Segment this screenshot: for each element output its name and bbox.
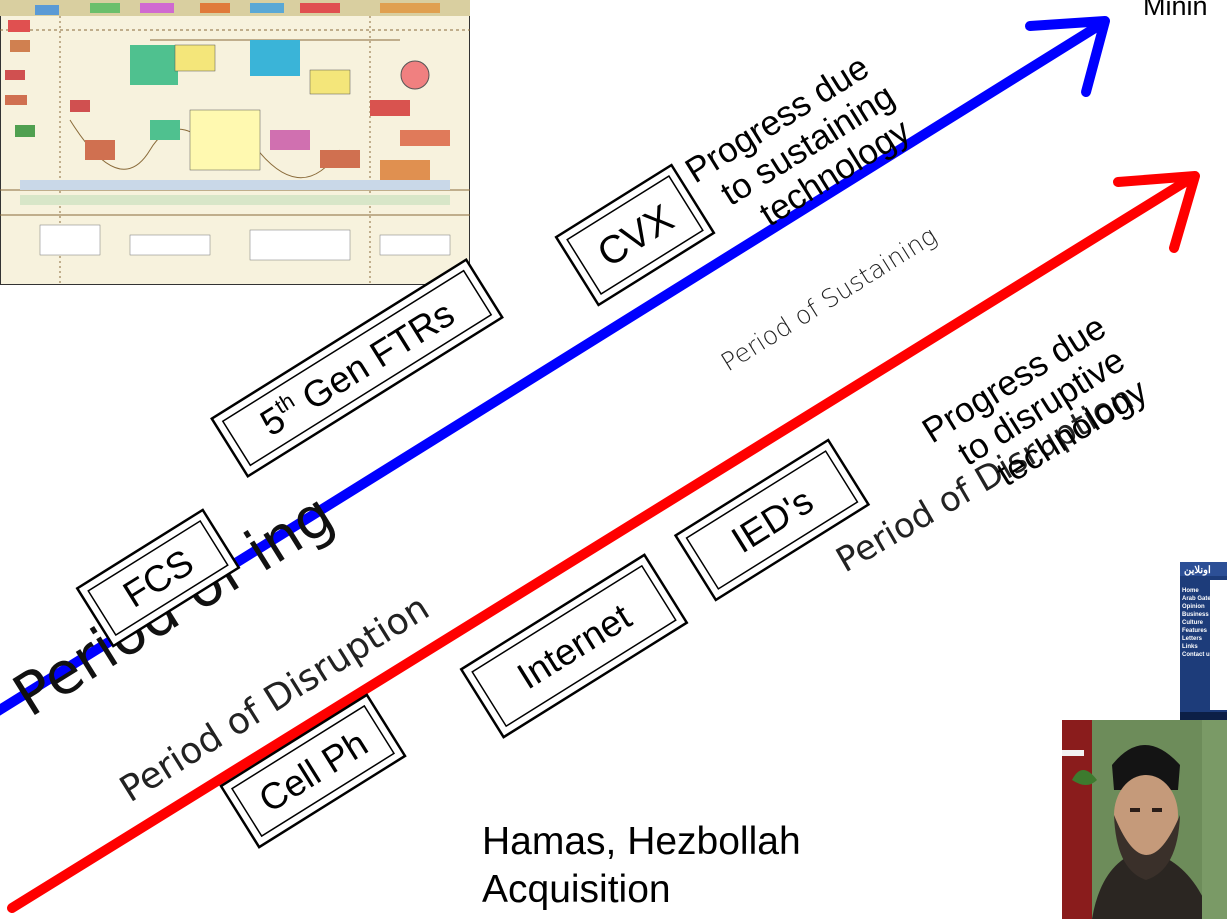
adversary-caption: Hamas, Hezbollah Acquisition [482, 818, 801, 914]
adversary-caption-line-1: Hamas, Hezbollah [482, 820, 801, 863]
adversary-caption-line-2: Acquisition [482, 868, 671, 911]
site-nav-opinion: Opinion [1182, 604, 1205, 610]
site-nav-features: Features [1182, 628, 1208, 634]
arabic-website-image: اونلاين Home Arab Gates Opinion Business… [1180, 562, 1227, 722]
svg-text:اونلاين: اونلاين [1184, 565, 1211, 576]
site-nav-home: Home [1182, 588, 1199, 594]
site-nav-arab-gates: Arab Gates [1182, 596, 1215, 602]
site-nav-letters: Letters [1182, 636, 1203, 642]
site-nav-contact-us: Contact us [1182, 652, 1214, 658]
example-label-5th-gen-ftrs: 5th Gen FTRs [253, 292, 462, 444]
sustaining-arrowhead-icon [1025, 16, 1110, 97]
portrait-photo [1062, 720, 1227, 919]
disruptive-arrowhead-icon [1113, 171, 1200, 253]
site-nav-culture: Culture [1182, 620, 1204, 626]
example-box-fcs: FCS [75, 508, 241, 648]
sustaining-progress-title: Progress due to sustaining technology [679, 47, 918, 234]
site-nav-links: Links [1182, 644, 1198, 650]
site-nav-business: Business [1182, 612, 1209, 618]
corner-fragment-text: Minin [1143, 0, 1208, 21]
example-box-5th-gen-ftrs: 5th Gen FTRs [210, 257, 504, 479]
example-box-ieds: IED's [673, 438, 871, 602]
acquisition-chart-image [0, 0, 470, 285]
example-box-internet: Internet [459, 553, 689, 739]
example-box-cvx: CVX [554, 163, 716, 307]
disruptive-progress-arrow [7, 177, 1190, 913]
